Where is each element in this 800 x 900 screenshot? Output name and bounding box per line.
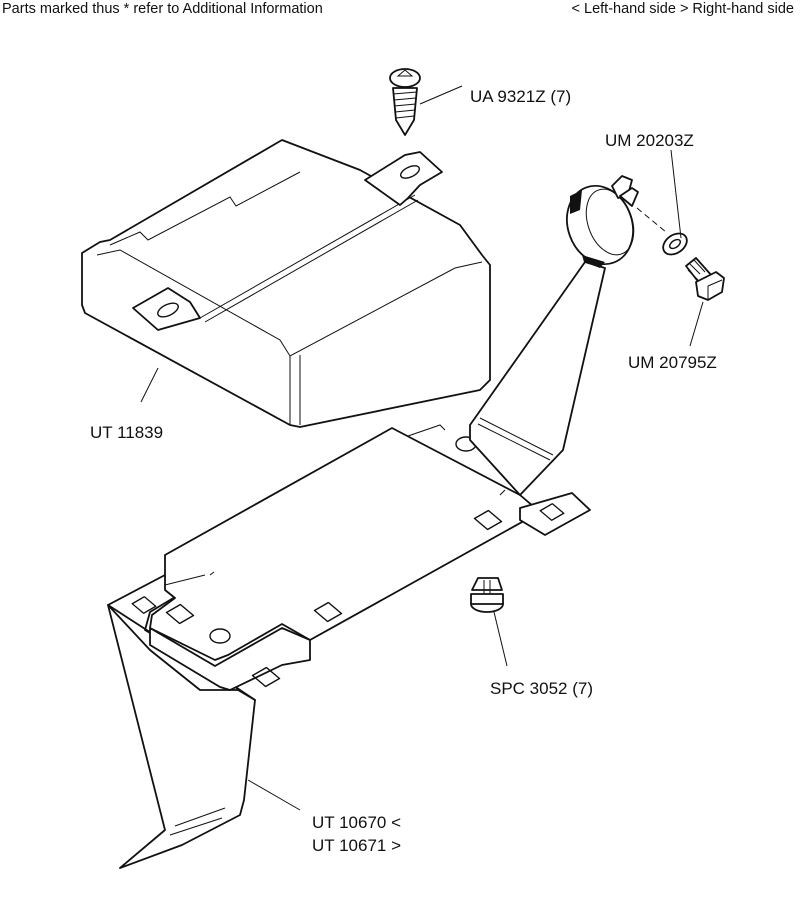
leader-control-unit [140,367,159,403]
square-hole [313,601,343,623]
screw-drive [396,69,414,77]
assembly-line [636,207,667,233]
bolt-head [695,271,725,301]
screw-head [389,68,421,88]
label-clip: SPC 3052 (7) [490,679,593,698]
leader-screw [419,85,463,105]
clip-collar [470,593,504,605]
leader-clip [493,611,508,667]
clamp-ear [619,187,639,207]
label-bracket-rh: UT 10671 > [312,836,401,855]
bracket-tray [149,427,541,661]
control-unit-step [109,171,301,246]
leader-bolt [689,301,704,347]
header-note: Parts marked thus * refer to Additional … [2,1,323,17]
screw-thread [392,91,418,119]
bolt-head-edge [707,279,723,300]
washer [662,232,688,256]
clip-prongs [471,577,503,591]
round-hole [209,628,231,644]
bolt-thread [687,259,706,281]
control-unit-body [81,139,491,428]
square-hole [539,503,565,521]
bracket-right-tab [519,492,591,536]
square-hole [165,603,195,625]
label-bracket-lh: UT 10670 < [312,813,401,832]
slot-hole [399,165,421,179]
clamp-shading [570,190,582,214]
clamp-drawing [566,175,667,268]
tray-fold-line [164,555,215,586]
bolt-drawing[interactable] [685,257,725,301]
front-mounting-tab [132,287,201,331]
control-unit-drawing[interactable] [81,139,491,428]
square-hole [251,666,281,688]
control-unit-top-edge [96,249,483,425]
washer-hole [668,238,682,250]
square-hole [131,596,157,614]
arm-fold-line [477,417,554,461]
leader-washer [670,149,682,239]
bracket-leg [107,604,256,869]
bracket-tray-lip [149,627,311,691]
side-legend: < Left-hand side > Right-hand side [571,1,794,17]
square-hole [473,509,503,531]
slot-hole [157,302,179,318]
bracket-drawing[interactable] [107,261,606,869]
screw-drawing[interactable] [389,68,421,136]
tray-slot [407,424,506,496]
label-control-unit: UT 11839 [90,423,163,442]
label-bolt: UM 20795Z [628,353,717,372]
label-screw: UA 9321Z (7) [470,87,571,106]
clamp-shading [582,255,605,268]
clamp-band-inner [585,188,635,256]
washer-drawing[interactable] [659,229,691,259]
mounting-strap [199,194,419,323]
leader-bracket [247,779,301,811]
clip-drawing[interactable] [470,577,504,613]
bracket-leg-crease [169,807,226,836]
label-washer: UM 20203Z [605,131,694,150]
